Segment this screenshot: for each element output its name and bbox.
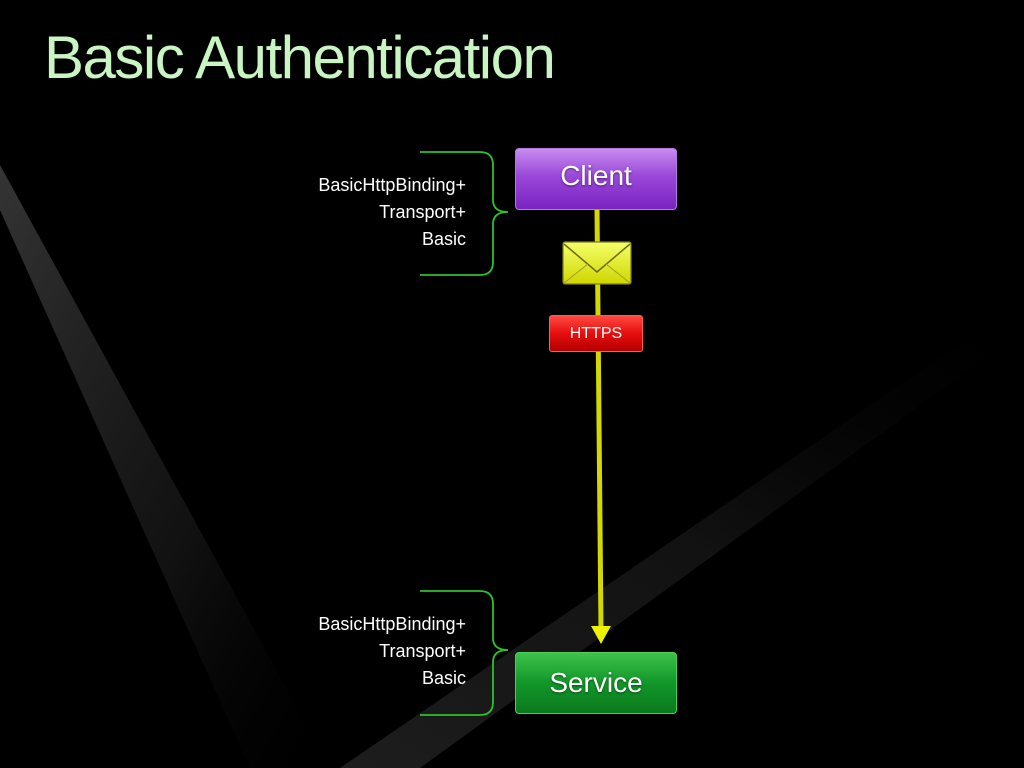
service-binding-line-1: BasicHttpBinding+	[318, 614, 466, 634]
service-binding-label: BasicHttpBinding+ Transport+ Basic	[256, 611, 466, 692]
client-node: Client	[515, 148, 677, 210]
service-binding-brace	[420, 590, 509, 716]
client-binding-brace	[420, 151, 509, 276]
client-binding-line-1: BasicHttpBinding+	[318, 175, 466, 195]
client-binding-label: BasicHttpBinding+ Transport+ Basic	[256, 172, 466, 253]
slide-title: Basic Authentication	[44, 24, 556, 91]
service-binding-line-3: Basic	[421, 668, 466, 688]
client-binding-line-3: Basic	[421, 229, 466, 249]
service-node: Service	[515, 652, 677, 714]
https-badge: HTTPS	[549, 315, 643, 352]
arrowhead-icon	[591, 626, 611, 644]
envelope-icon	[562, 241, 632, 285]
service-binding-line-2: Transport+	[379, 641, 466, 661]
client-binding-line-2: Transport+	[379, 202, 466, 222]
